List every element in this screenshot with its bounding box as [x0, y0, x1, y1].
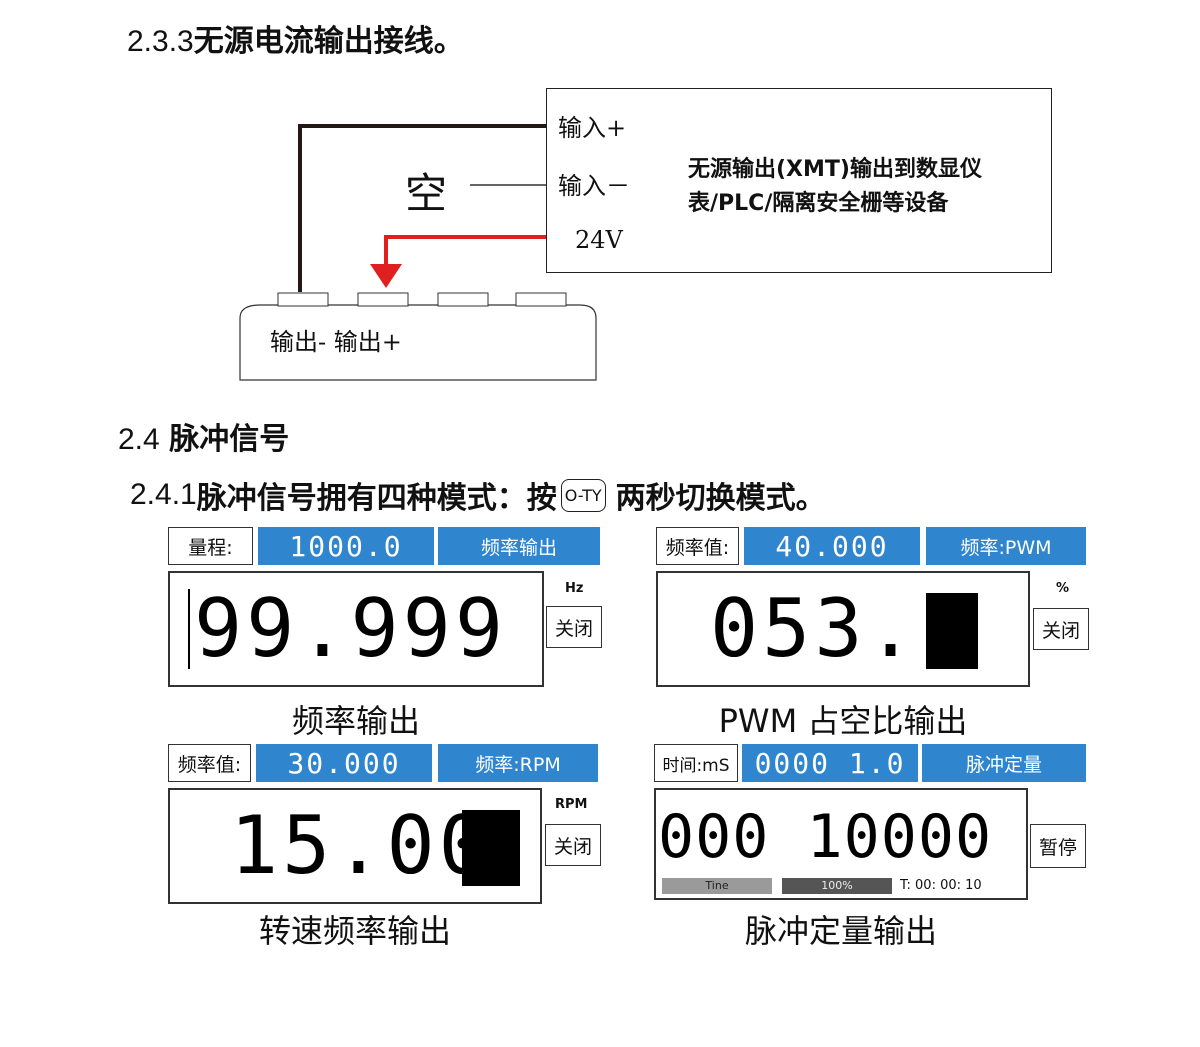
wiring-diagram: [239, 124, 597, 381]
section-title-part2: 两秒切换模式。: [615, 481, 826, 516]
o-ty-button-icon: O-TY: [560, 478, 606, 512]
close-button[interactable]: 关闭: [546, 606, 602, 648]
mode-button[interactable]: 频率:RPM: [438, 744, 598, 782]
progress-label: Tine: [705, 879, 729, 892]
display-value: 99.999: [194, 582, 507, 675]
input-minus-label: 输入－: [558, 172, 630, 200]
mode-button[interactable]: 频率输出: [438, 527, 600, 565]
panel-caption: PWM 占空比输出: [718, 702, 968, 740]
unit-label: RPM: [555, 797, 588, 812]
progress-bar: 100%: [782, 878, 892, 894]
pause-button[interactable]: 暂停: [1030, 824, 1086, 868]
close-button[interactable]: 关闭: [545, 824, 601, 866]
close-button[interactable]: 关闭: [1033, 608, 1089, 650]
receiver-device-box: [546, 88, 1052, 273]
frequency-value[interactable]: 40.000: [744, 527, 920, 565]
black-wire: [298, 124, 546, 292]
section-number: 2.4: [118, 423, 160, 456]
display-value: 15.00: [230, 799, 491, 892]
unit-label: %: [1056, 581, 1070, 596]
progress-track-tine: Tine: [662, 878, 772, 894]
terminal-1: [277, 292, 329, 307]
mode-button[interactable]: 频率:PWM: [926, 527, 1086, 565]
terminal-labels: 输出- 输出+: [270, 328, 402, 356]
cursor-block: [462, 810, 520, 886]
progress-value: 100%: [821, 879, 853, 892]
red-wire: [384, 235, 546, 268]
unit-label: Hz: [565, 581, 584, 596]
range-value[interactable]: 1000.0: [258, 527, 434, 565]
elapsed-time: T: 00: 00: 10: [900, 878, 982, 893]
terminal-4: [515, 292, 567, 307]
section-title: 无源电流输出接线。: [193, 24, 464, 59]
display-value: 000 10000: [658, 802, 993, 872]
section-title: 脉冲信号: [169, 422, 290, 457]
device-description-line1: 无源输出(XMT)输出到数显仪: [688, 157, 982, 182]
frequency-label: 频率值:: [168, 744, 251, 782]
input-plus-label: 输入+: [558, 114, 627, 142]
range-label: 量程:: [168, 527, 253, 565]
section-title-part1: 脉冲信号拥有四种模式：按: [196, 481, 557, 516]
main-display: 99.999: [168, 571, 544, 687]
main-display: 053.: [656, 571, 1030, 687]
panel-caption: 转速频率输出: [258, 912, 451, 950]
section-number: 2.4.1: [130, 478, 197, 511]
device-description-line2: 表/PLC/隔离安全栅等设备: [688, 191, 949, 216]
section-number: 2.3.3: [127, 25, 194, 58]
section-233-heading: 2.3.3无源电流输出接线。: [127, 16, 464, 60]
terminal-3: [437, 292, 489, 307]
panel-caption: 频率输出: [291, 702, 420, 740]
terminal-2: [357, 292, 409, 307]
time-label: 时间:mS: [654, 744, 738, 782]
mode-button[interactable]: 脉冲定量: [922, 744, 1086, 782]
frequency-value[interactable]: 30.000: [256, 744, 432, 782]
display-value: 053.: [710, 582, 919, 675]
panel-caption: 脉冲定量输出: [744, 912, 937, 950]
frequency-label: 频率值:: [656, 527, 739, 565]
empty-label: 空: [405, 169, 448, 218]
cursor-bar: [188, 589, 190, 669]
main-display: 000 10000 Tine 100% T: 00: 00: 10: [654, 788, 1028, 900]
v24-label: 24V: [575, 226, 623, 254]
cursor-block: [926, 593, 978, 669]
red-arrow: [370, 264, 402, 288]
time-value[interactable]: 0000 1.0: [742, 744, 918, 782]
terminal-block: [239, 304, 597, 381]
main-display: 15.00: [168, 788, 542, 904]
section-24-heading: 2.4 脉冲信号: [118, 414, 289, 458]
